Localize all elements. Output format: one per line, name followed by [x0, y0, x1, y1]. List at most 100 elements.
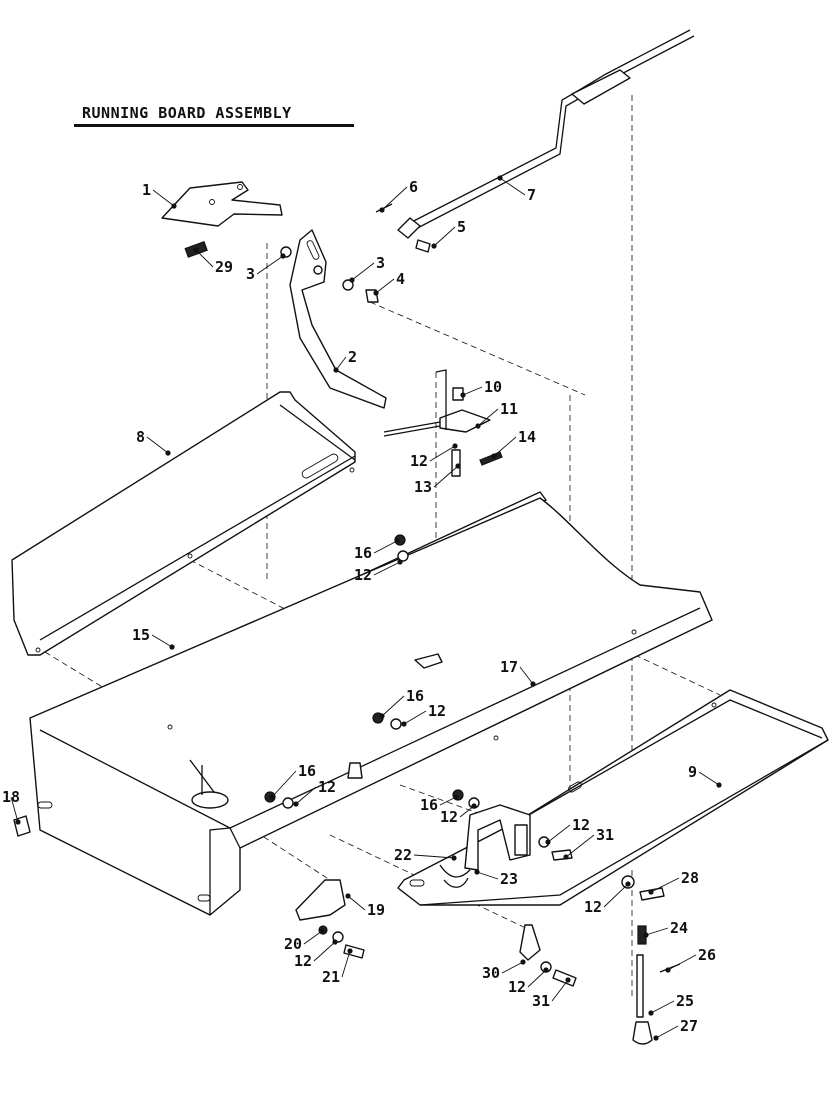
- callout-label: 16: [354, 544, 372, 562]
- callout-dot: [716, 782, 722, 788]
- callout-leader: [403, 710, 427, 725]
- callout-label: 24: [670, 919, 688, 937]
- part-1-bracket: [161, 181, 283, 227]
- callout-leader: [551, 979, 569, 1002]
- callout-label: 25: [676, 992, 694, 1010]
- callout-leader: [645, 927, 669, 936]
- callout-c18: 18: [2, 788, 21, 825]
- callout-label: 10: [484, 378, 502, 396]
- callout-label: 9: [688, 763, 697, 781]
- callout-c10: 10: [460, 378, 502, 398]
- callout-dot: [530, 681, 536, 687]
- callout-dot: [171, 203, 177, 209]
- callout-c12c: 12: [401, 702, 446, 727]
- callout-label: 2: [348, 348, 357, 366]
- callout-c27: 27: [653, 1017, 698, 1041]
- callout-c19: 19: [345, 893, 385, 919]
- callout-c20: 20: [284, 928, 325, 953]
- callout-leader: [151, 634, 173, 648]
- callout-leader: [146, 436, 169, 454]
- callout-label: 4: [396, 270, 405, 288]
- callout-dot: [648, 1010, 654, 1016]
- part-27-knob: [632, 1021, 653, 1045]
- callout-dot: [453, 794, 459, 800]
- callout-dot: [653, 1035, 659, 1041]
- callout-leader: [698, 771, 720, 786]
- callout-leader: [373, 540, 398, 554]
- callout-dot: [349, 277, 355, 283]
- callout-label: 3: [376, 254, 385, 272]
- callout-leader: [381, 695, 405, 717]
- callout-c12h: 12: [294, 939, 338, 970]
- callout-dot: [269, 794, 275, 800]
- callout-leader: [303, 930, 323, 945]
- callout-label: 12: [572, 816, 590, 834]
- callout-leader: [565, 834, 595, 858]
- callout-label: 20: [284, 935, 302, 953]
- callout-dot: [347, 948, 353, 954]
- callout-leader: [413, 854, 455, 859]
- part-30-bracket: [519, 924, 541, 961]
- callout-leader: [650, 1000, 675, 1014]
- callout-c7: 7: [497, 175, 536, 204]
- callout-dot: [333, 367, 339, 373]
- callout-c13: 13: [414, 463, 461, 496]
- callout-c12d: 12: [293, 778, 336, 807]
- callout-leader: [152, 189, 175, 207]
- callout-label: 26: [698, 946, 716, 964]
- callout-label: 16: [298, 762, 316, 780]
- callout-c15: 15: [132, 626, 175, 650]
- callout-leader: [439, 796, 457, 806]
- callout-dot: [397, 559, 403, 565]
- callout-leader: [195, 249, 214, 268]
- callout-c3a: 3: [246, 253, 286, 283]
- callout-leader: [375, 278, 395, 294]
- callout-leader: [519, 666, 534, 685]
- callout-label: 12: [294, 952, 312, 970]
- diagram-title: RUNNING BOARD ASSEMBLY: [82, 104, 292, 122]
- callout-dot: [643, 932, 649, 938]
- callout-c12f: 12: [545, 816, 590, 845]
- callout-leader: [499, 177, 526, 196]
- part-25-rod: [636, 954, 644, 1018]
- callout-c16d: 16: [420, 794, 459, 814]
- callout-leader: [256, 255, 284, 275]
- callout-c6: 6: [379, 178, 418, 213]
- part-5-bolt: [415, 239, 431, 253]
- part-9-step-panel: [397, 689, 829, 906]
- callout-label: 27: [680, 1017, 698, 1035]
- callout-dot: [543, 967, 549, 973]
- callout-leader: [429, 445, 456, 462]
- callout-c12i: 12: [508, 967, 549, 996]
- part-13-pin: [451, 449, 461, 477]
- callout-leader: [459, 805, 475, 818]
- part-2-pedal-arm: [289, 229, 387, 409]
- callout-dot: [475, 423, 481, 429]
- callout-label: 22: [394, 846, 412, 864]
- callout-c12g: 12: [584, 881, 631, 916]
- callout-label: 12: [440, 808, 458, 826]
- callout-c22: 22: [394, 846, 457, 864]
- callout-c5: 5: [431, 218, 466, 249]
- callout-c28: 28: [648, 869, 699, 895]
- callout-dot: [545, 839, 551, 845]
- callout-c8: 8: [136, 428, 171, 456]
- callout-c12e: 12: [440, 803, 477, 826]
- callout-c17: 17: [500, 658, 536, 687]
- callout-leader: [295, 786, 317, 805]
- callout-label: 11: [500, 400, 518, 418]
- callout-label: 28: [681, 869, 699, 887]
- callout-dot: [193, 247, 199, 253]
- callout-c2: 2: [333, 348, 357, 373]
- callout-dot: [15, 819, 21, 825]
- callout-c14: 14: [491, 428, 536, 459]
- callout-leader: [373, 561, 401, 576]
- callout-c21: 21: [322, 948, 353, 986]
- part-11-plate: [383, 369, 491, 437]
- callout-leader: [462, 386, 483, 396]
- callout-leader: [501, 961, 524, 974]
- callout-c23: 23: [474, 869, 518, 888]
- callout-label: 12: [354, 566, 372, 584]
